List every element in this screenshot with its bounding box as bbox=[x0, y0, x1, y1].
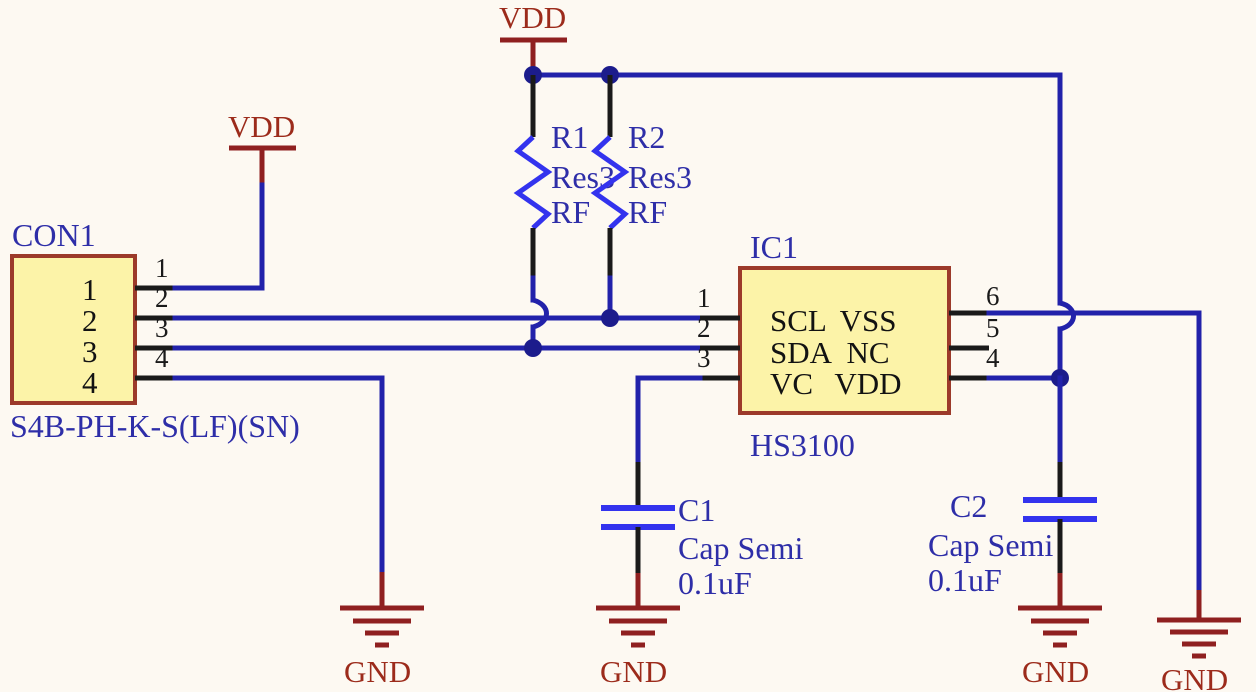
net-vdd-rail bbox=[524, 66, 1076, 381]
c1-rating: 0.1uF bbox=[678, 565, 752, 601]
ic1-pin-num-4: 4 bbox=[986, 343, 1000, 373]
c1-designator: C1 bbox=[678, 492, 715, 528]
con1-outer-pin-3: 3 bbox=[155, 313, 169, 343]
con1-inner-pin-2: 2 bbox=[82, 303, 98, 338]
ic1-pin-num-6: 6 bbox=[986, 281, 1000, 311]
junction-sda-r1 bbox=[524, 339, 542, 357]
ic1-pin-label-sda: SDA bbox=[770, 335, 833, 370]
net-vc-c1 bbox=[635, 375, 703, 473]
component-c2[interactable] bbox=[1023, 462, 1097, 573]
ic1-pin-num-5: 5 bbox=[986, 313, 1000, 343]
vdd-top-label: VDD bbox=[499, 0, 566, 35]
component-r2[interactable] bbox=[590, 75, 630, 321]
power-symbol-gnd-con1 bbox=[340, 572, 424, 648]
power-symbol-gnd-c1 bbox=[596, 573, 680, 648]
gnd-c2-label: GND bbox=[1022, 654, 1089, 689]
c2-rating: 0.1uF bbox=[928, 562, 1002, 598]
con1-outer-pin-2: 2 bbox=[155, 283, 169, 313]
power-symbol-gnd-right bbox=[1157, 590, 1241, 659]
ic1-designator: IC1 bbox=[750, 229, 798, 265]
gnd-right-label: GND bbox=[1161, 662, 1228, 692]
ic1-pin-label-scl: SCL bbox=[770, 303, 827, 338]
r1-footprint: RF bbox=[551, 194, 590, 230]
r2-footprint: RF bbox=[628, 194, 667, 230]
ic1-pin-num-3: 3 bbox=[697, 343, 711, 373]
con1-inner-pin-1: 1 bbox=[82, 272, 98, 307]
con1-designator: CON1 bbox=[12, 217, 96, 253]
con1-value: S4B-PH-K-S(LF)(SN) bbox=[10, 408, 300, 444]
ic1-pin-label-vc: VC bbox=[770, 366, 813, 401]
con1-inner-pin-4: 4 bbox=[82, 365, 98, 400]
vdd-left-label: VDD bbox=[228, 109, 295, 144]
ic1-pin-label-nc: NC bbox=[846, 335, 889, 370]
ic1-body[interactable] bbox=[738, 266, 951, 415]
c2-designator: C2 bbox=[950, 488, 987, 524]
component-c1[interactable] bbox=[601, 462, 675, 573]
r1-designator: R1 bbox=[551, 119, 588, 155]
r2-value: Res3 bbox=[628, 159, 692, 195]
ic1-pin-num-2: 2 bbox=[697, 313, 711, 343]
con1-pin-stubs bbox=[135, 285, 175, 381]
net-con1-pin4-gnd bbox=[172, 375, 385, 575]
r1-value: Res3 bbox=[551, 159, 615, 195]
ic1-left-pin-stubs bbox=[700, 315, 740, 381]
con1-outer-pin-1: 1 bbox=[155, 253, 169, 283]
gnd-c1-label: GND bbox=[600, 654, 667, 689]
power-symbol-gnd-c2 bbox=[1018, 573, 1102, 648]
power-symbol-vdd-left bbox=[229, 145, 296, 185]
net-con1-pin1-vdd bbox=[172, 182, 265, 291]
r2-designator: R2 bbox=[628, 119, 665, 155]
net-vss-gnd bbox=[986, 310, 1202, 593]
con1-body[interactable] bbox=[10, 254, 137, 405]
ic1-value: HS3100 bbox=[750, 427, 855, 463]
ic1-pin-label-vdd: VDD bbox=[834, 366, 901, 401]
c2-value: Cap Semi bbox=[928, 527, 1053, 563]
ic1-right-pin-stubs bbox=[949, 310, 989, 381]
ic1-pin-label-vss: VSS bbox=[840, 303, 897, 338]
con1-inner-pin-3: 3 bbox=[82, 334, 98, 369]
c1-value: Cap Semi bbox=[678, 530, 803, 566]
junction-scl-r2 bbox=[601, 309, 619, 327]
ic1-pin-num-1: 1 bbox=[697, 283, 711, 313]
con1-outer-pin-4: 4 bbox=[155, 343, 169, 373]
gnd-con1-label: GND bbox=[344, 654, 411, 689]
